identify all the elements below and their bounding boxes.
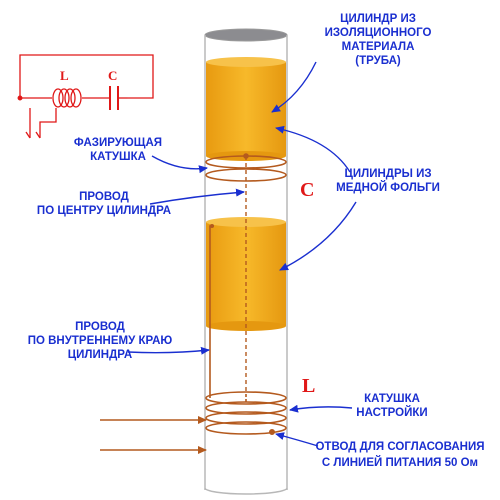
tube-bottom-rim: [204, 487, 288, 495]
svg-text:(ТРУБА): (ТРУБА): [355, 55, 401, 67]
svg-text:МАТЕРИАЛА: МАТЕРИАЛА: [342, 41, 415, 53]
svg-text:ПО ВНУТРЕННЕМУ КРАЮ: ПО ВНУТРЕННЕМУ КРАЮ: [28, 335, 173, 347]
label-center-wire: ПРОВОД ПО ЦЕНТРУ ЦИЛИНДРА: [37, 191, 171, 217]
svg-text:ЦИЛИНДРА: ЦИЛИНДРА: [68, 349, 132, 361]
svg-text:С ЛИНИЕЙ ПИТАНИЯ 50 Ом: С ЛИНИЕЙ ПИТАНИЯ 50 Ом: [322, 456, 478, 469]
upper-copper-cylinder: [206, 57, 286, 161]
tube-top-cap: [204, 28, 288, 42]
svg-text:ФАЗИРУЮЩАЯ: ФАЗИРУЮЩАЯ: [74, 137, 162, 149]
inner-edge-wire-node: [210, 224, 214, 228]
inductor-symbol: L: [302, 375, 315, 397]
arrow-insulating-cylinder: [271, 61, 317, 113]
feed-lines: [100, 416, 207, 454]
arrow-tuning-coil: [289, 404, 353, 413]
arrow-copper-lower: [279, 201, 357, 271]
svg-text:ЦИЛИНДР ИЗ: ЦИЛИНДР ИЗ: [340, 13, 416, 25]
label-copper-cylinders: ЦИЛИНДРЫ ИЗ МЕДНОЙ ФОЛЬГИ: [336, 168, 440, 194]
svg-text:ОТВОД ДЛЯ СОГЛАСОВАНИЯ: ОТВОД ДЛЯ СОГЛАСОВАНИЯ: [315, 441, 484, 453]
svg-text:КАТУШКА: КАТУШКА: [90, 151, 146, 163]
equivalent-circuit: [17, 54, 154, 139]
arrow-copper-upper: [275, 125, 351, 173]
svg-text:ЦИЛИНДРЫ ИЗ: ЦИЛИНДРЫ ИЗ: [344, 168, 431, 180]
label-tuning-coil: КАТУШКА НАСТРОЙКИ: [356, 393, 427, 419]
svg-text:ПО ЦЕНТРУ ЦИЛИНДРА: ПО ЦЕНТРУ ЦИЛИНДРА: [37, 205, 171, 217]
insulating-tube: [204, 28, 288, 495]
svg-text:ИЗОЛЯЦИОННОГО: ИЗОЛЯЦИОННОГО: [325, 27, 432, 39]
label-feed-tap: ОТВОД ДЛЯ СОГЛАСОВАНИЯ С ЛИНИЕЙ ПИТАНИЯ …: [315, 441, 484, 469]
schematic-L-symbol: L: [60, 68, 69, 83]
capacitor-symbol: C: [300, 179, 314, 201]
label-inner-edge-wire: ПРОВОД ПО ВНУТРЕННЕМУ КРАЮ ЦИЛИНДРА: [28, 321, 173, 361]
arrow-feed-tap: [275, 432, 319, 447]
svg-text:ПРОВОД: ПРОВОД: [75, 321, 125, 333]
label-insulating-cylinder: ЦИЛИНДР ИЗ ИЗОЛЯЦИОННОГО МАТЕРИАЛА (ТРУБ…: [325, 13, 432, 67]
arrow-inner-edge-wire: [127, 346, 210, 355]
svg-text:МЕДНОЙ ФОЛЬГИ: МЕДНОЙ ФОЛЬГИ: [336, 181, 440, 194]
svg-text:НАСТРОЙКИ: НАСТРОЙКИ: [356, 406, 427, 419]
tuning-coil: [205, 391, 287, 435]
pointer-arrows: [127, 61, 357, 447]
arrow-phasing-coil: [151, 155, 208, 174]
label-phasing-coil: ФАЗИРУЮЩАЯ КАТУШКА: [74, 137, 162, 163]
svg-text:КАТУШКА: КАТУШКА: [364, 393, 420, 405]
svg-text:ПРОВОД: ПРОВОД: [79, 191, 129, 203]
arrow-center-wire: [149, 188, 245, 205]
schematic-C-symbol: C: [108, 68, 117, 83]
